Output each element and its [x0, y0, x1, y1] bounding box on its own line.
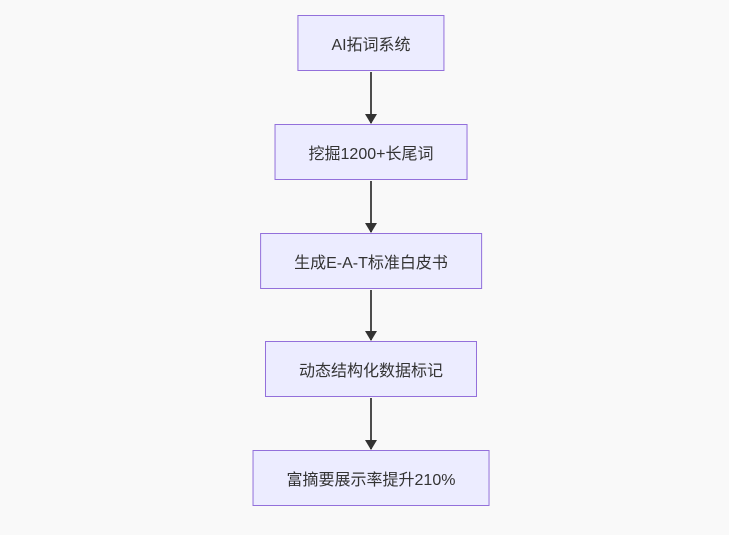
flow-node-structured-data-markup: 动态结构化数据标记	[264, 341, 478, 397]
arrowhead-down-icon	[365, 114, 377, 124]
flow-node-eat-whitepaper: 生成E-A-T标准白皮书	[260, 233, 482, 289]
flow-node-ai-word-expansion: AI拓词系统	[297, 15, 445, 71]
flow-node-label: 挖掘1200+长尾词	[308, 146, 434, 163]
flow-node-label: 动态结构化数据标记	[298, 363, 444, 380]
flow-node-rich-snippet-rate: 富摘要展示率提升210%	[252, 450, 490, 506]
arrowhead-down-icon	[365, 440, 377, 450]
flow-node-longtail-mining: 挖掘1200+长尾词	[274, 124, 468, 180]
arrowhead-down-icon	[365, 331, 377, 341]
arrowhead-down-icon	[365, 223, 377, 233]
flow-arrow-4	[365, 398, 377, 450]
flow-arrow-2	[365, 181, 377, 233]
flow-arrow-1	[365, 72, 377, 124]
flow-node-label: 生成E-A-T标准白皮书	[294, 255, 448, 272]
flow-node-label: AI拓词系统	[331, 37, 411, 54]
flow-node-label: 富摘要展示率提升210%	[286, 472, 456, 489]
flow-arrow-3	[365, 290, 377, 341]
